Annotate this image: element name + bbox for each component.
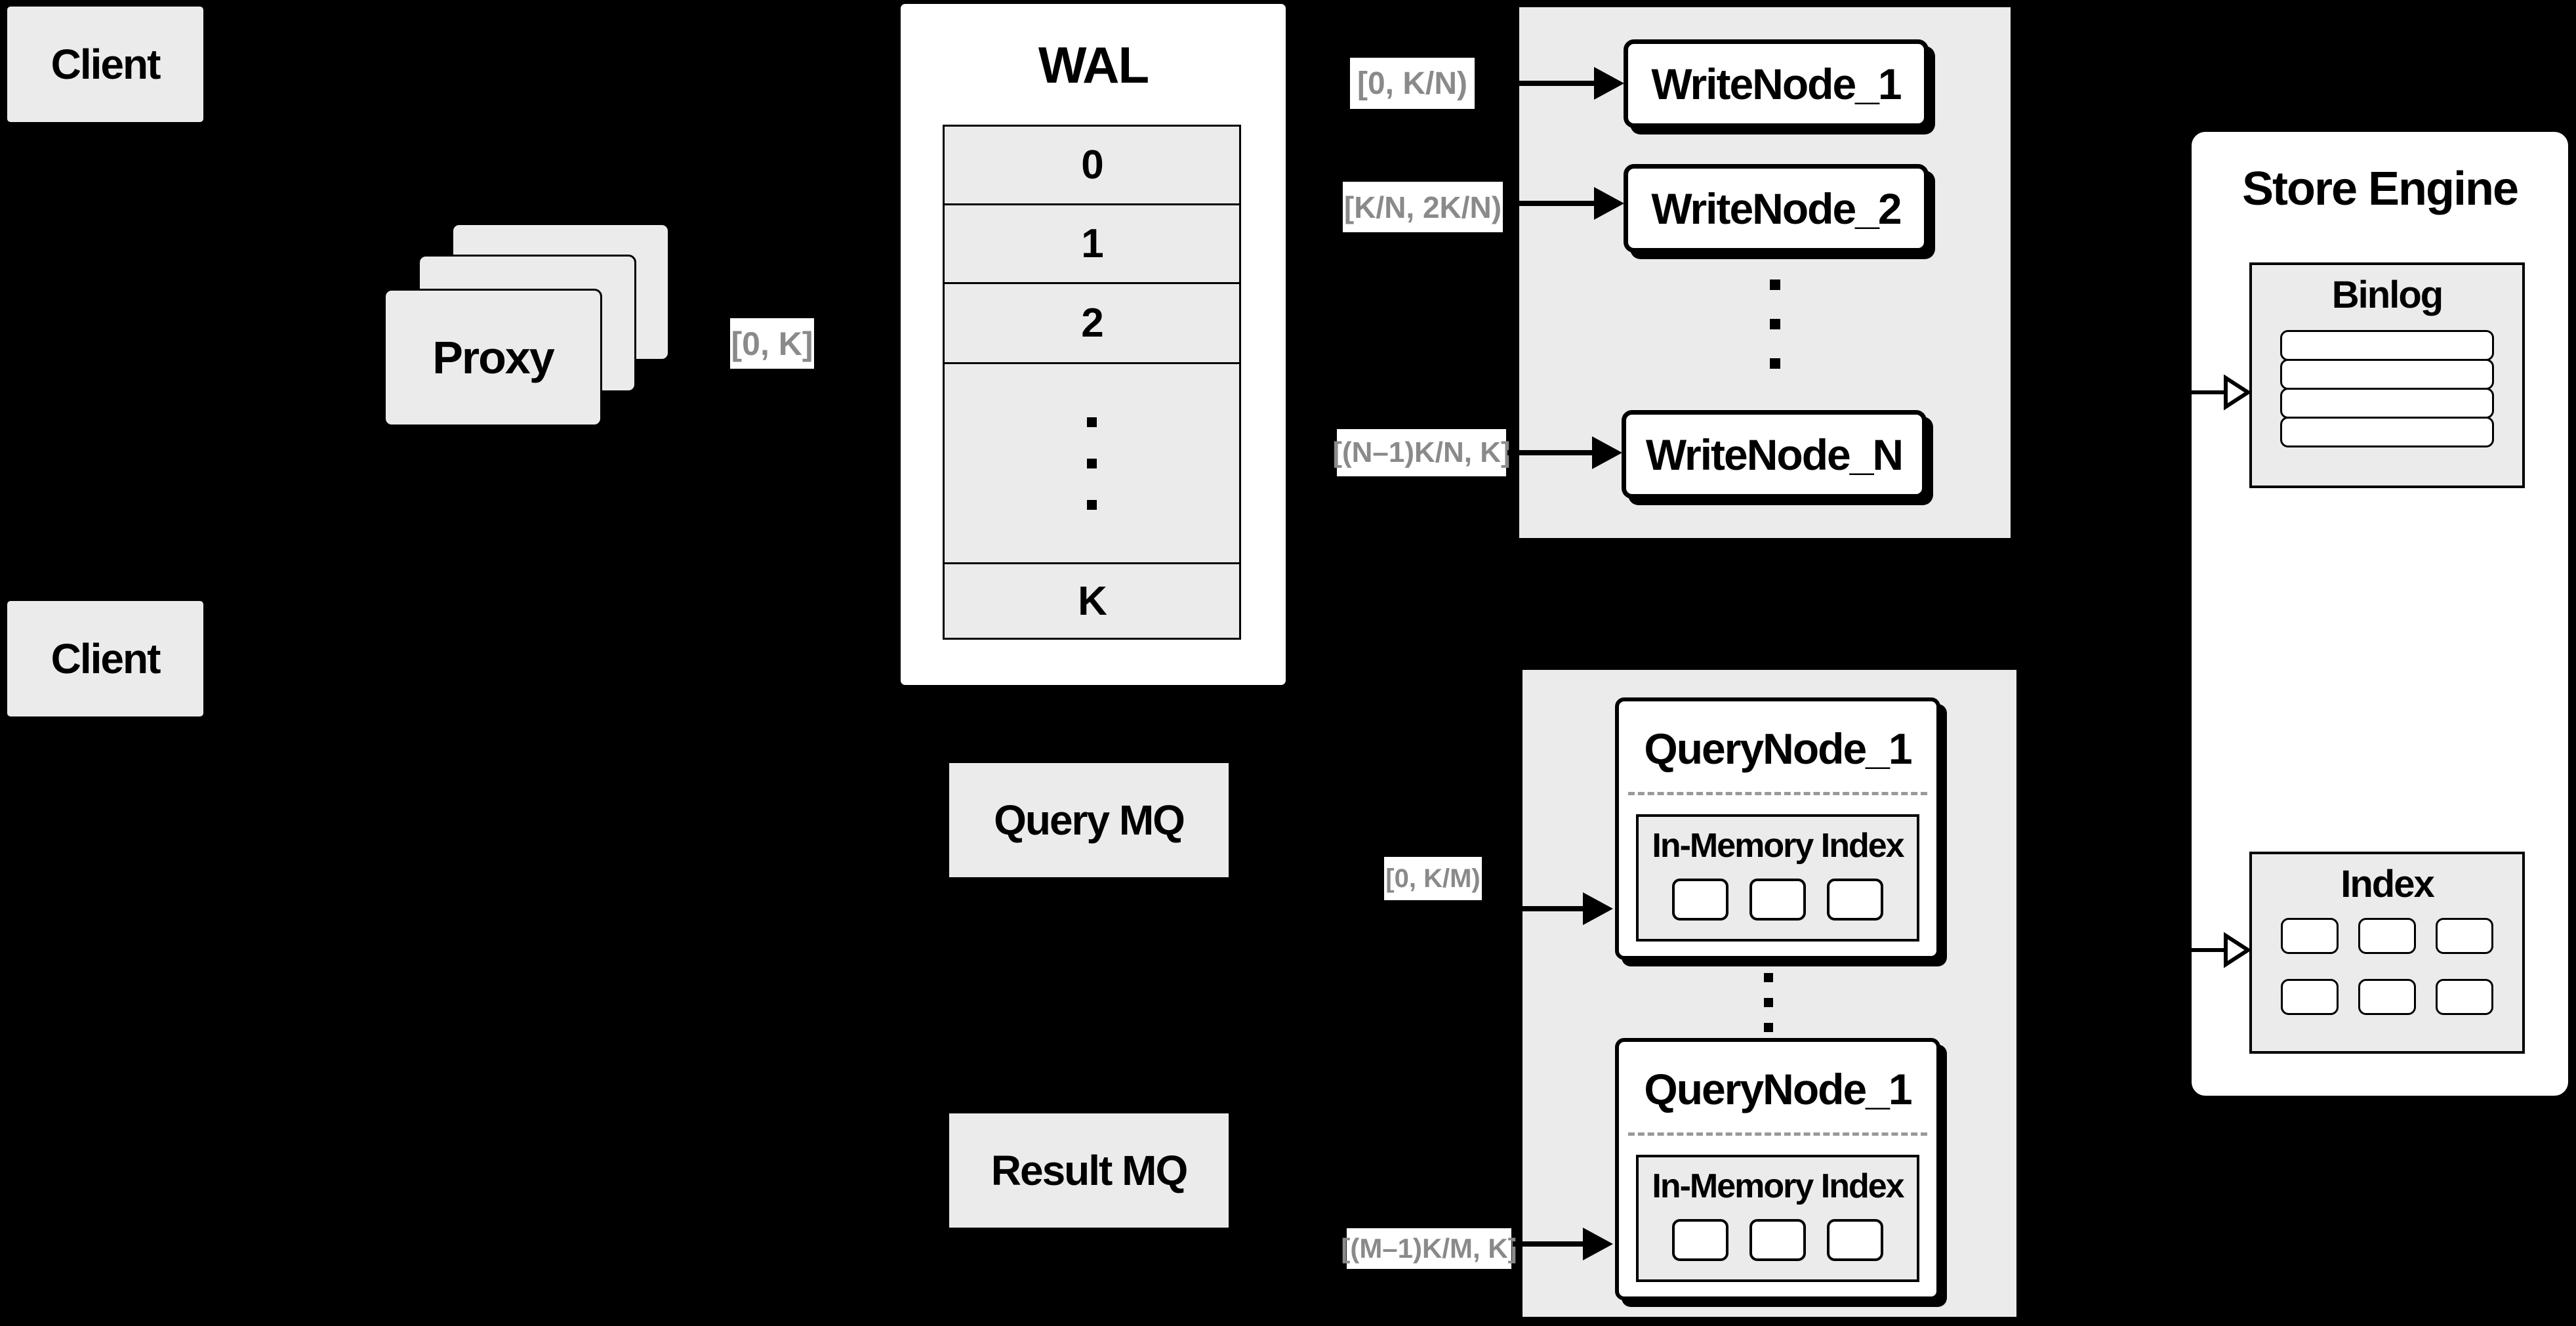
binlog-row (2280, 359, 2494, 390)
write-node-n-label: WriteNode_N (1645, 430, 1904, 479)
query-node-1: QueryNode_1 In-Memory Index (1615, 697, 1940, 960)
index-cell (2358, 918, 2416, 954)
in-memory-index-box-2: In-Memory Index (1636, 1155, 1919, 1282)
index-cell (2358, 979, 2416, 1015)
binlog-rows (2280, 330, 2494, 447)
segment-box (1827, 879, 1883, 921)
wal-panel: WAL 0 1 2 K (899, 2, 1288, 687)
segment-box (1827, 1219, 1883, 1261)
index-title: Index (2341, 863, 2435, 905)
binlog-row (2280, 330, 2494, 361)
binlog-title: Binlog (2331, 274, 2443, 316)
store-engine-panel: Store Engine Binlog Index (2190, 130, 2570, 1098)
wal-title: WAL (1038, 36, 1149, 94)
write-node-2: WriteNode_2 (1624, 164, 1929, 253)
proxy-card-front: Proxy (384, 289, 602, 426)
store-engine-title: Store Engine (2241, 163, 2519, 215)
range-label-write-1: [0, K/N) (1350, 58, 1475, 109)
index-box: Index (2249, 852, 2525, 1054)
in-memory-index-box-1: In-Memory Index (1636, 814, 1919, 942)
query-node-2: QueryNode_1 In-Memory Index (1615, 1038, 1940, 1300)
client-bottom-label: Client (51, 635, 161, 682)
vertical-ellipsis-icon (1087, 417, 1097, 510)
result-mq-box: Result MQ (947, 1111, 1231, 1230)
proxy-label: Proxy (432, 332, 555, 383)
query-node-1-divider (1628, 792, 1927, 795)
segment-row-1 (1639, 879, 1917, 921)
write-node-1: WriteNode_1 (1624, 39, 1929, 128)
query-node-2-divider (1628, 1132, 1927, 1136)
wal-table: 0 1 2 K (943, 125, 1241, 640)
segment-box (1749, 1219, 1806, 1261)
range-label-query-m: [(M–1)K/M, K] (1341, 1228, 1517, 1269)
query-node-1-title: QueryNode_1 (1644, 724, 1912, 773)
wal-row-2: 2 (943, 282, 1241, 364)
index-cell (2281, 979, 2339, 1015)
query-nodes-ellipsis-icon (1764, 973, 1773, 1032)
segment-box (1749, 879, 1806, 921)
segment-box (1672, 1219, 1728, 1261)
write-node-2-label: WriteNode_2 (1651, 184, 1902, 233)
write-node-n: WriteNode_N (1622, 410, 1927, 499)
in-memory-index-title-2: In-Memory Index (1652, 1167, 1904, 1205)
query-mq-box: Query MQ (947, 761, 1231, 879)
index-cell-row (2252, 918, 2522, 954)
wal-row-k: K (943, 562, 1241, 640)
wal-row-1: 1 (943, 203, 1241, 284)
binlog-row (2280, 388, 2494, 419)
client-top-label: Client (51, 41, 161, 88)
index-cell (2436, 918, 2493, 954)
in-memory-index-title-1: In-Memory Index (1652, 827, 1904, 865)
write-nodes-ellipsis-icon (1770, 280, 1780, 369)
query-nodes-panel: QueryNode_1 In-Memory Index QueryNode_1 … (1520, 667, 2019, 1319)
result-mq-label: Result MQ (991, 1147, 1188, 1194)
client-box-bottom: Client (5, 599, 205, 718)
proxy-stack: Proxy (384, 223, 672, 430)
range-label-proxy-wal: [0, K] (730, 318, 814, 369)
wal-row-ellipsis (943, 362, 1241, 564)
write-nodes-panel: WriteNode_1 WriteNode_2 WriteNode_N (1517, 5, 2013, 541)
query-node-2-title: QueryNode_1 (1644, 1065, 1912, 1113)
index-cell-row (2252, 979, 2522, 1015)
index-cell (2436, 979, 2493, 1015)
wal-row-0: 0 (943, 125, 1241, 205)
write-node-1-label: WriteNode_1 (1651, 59, 1902, 108)
binlog-row (2280, 417, 2494, 447)
range-label-query-1: [0, K/M) (1384, 857, 1482, 900)
query-mq-label: Query MQ (994, 797, 1185, 844)
index-cell (2281, 918, 2339, 954)
binlog-box: Binlog (2249, 262, 2525, 488)
segment-row-2 (1639, 1219, 1917, 1261)
range-label-write-n: [(N–1)K/N, K] (1332, 429, 1511, 476)
client-box-top: Client (5, 5, 205, 124)
range-label-write-2: [K/N, 2K/N) (1343, 182, 1503, 232)
segment-box (1672, 879, 1728, 921)
